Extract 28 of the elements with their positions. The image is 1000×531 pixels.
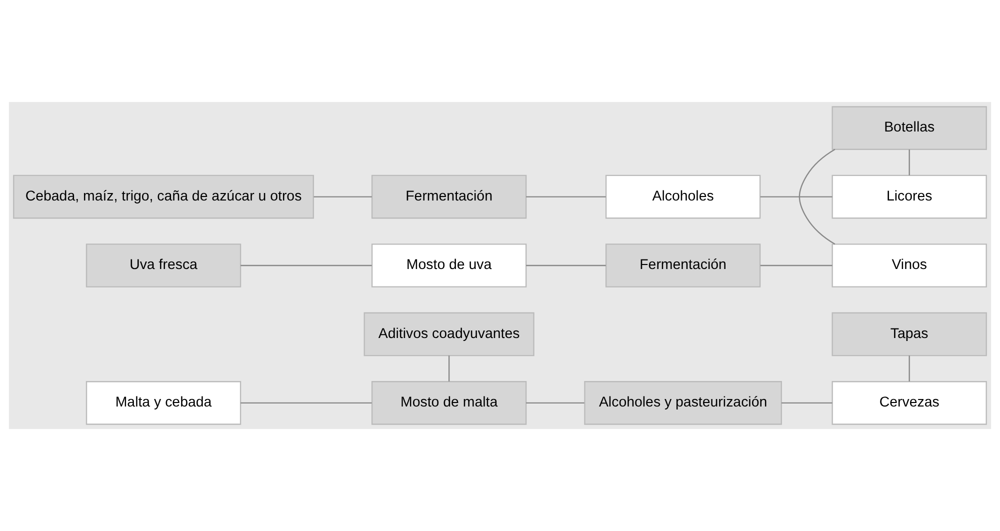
connector	[448, 356, 450, 382]
connector	[240, 402, 372, 404]
connector	[240, 264, 372, 266]
node-box: Fermentación	[371, 174, 527, 219]
connector	[526, 196, 606, 198]
connector	[908, 356, 910, 382]
connector	[314, 196, 372, 198]
node-box: Cervezas	[832, 381, 987, 425]
connector	[908, 149, 910, 176]
node-box: Licores	[832, 174, 987, 219]
connector	[798, 148, 836, 245]
node-box: Alcoholes y pasteurización	[584, 381, 782, 425]
connector	[526, 402, 584, 404]
node-box: Malta y cebada	[86, 381, 242, 425]
node-box: Aditivos coadyuvantes	[364, 312, 534, 356]
node-box: Mosto de malta	[371, 381, 527, 425]
node-box: Uva fresca	[86, 244, 242, 288]
node-box: Fermentación	[605, 244, 761, 288]
connector	[781, 402, 832, 404]
node-box: Alcoholes	[605, 174, 761, 219]
connector	[526, 264, 606, 266]
node-box: Cebada, maíz, trigo, caña de azúcar u otros	[13, 174, 314, 219]
connector	[760, 264, 832, 266]
connector	[760, 196, 832, 198]
node-box: Mosto de uva	[371, 244, 527, 288]
node-box: Botellas	[832, 106, 987, 150]
node-box: Vinos	[832, 244, 987, 288]
node-box: Tapas	[832, 312, 987, 356]
